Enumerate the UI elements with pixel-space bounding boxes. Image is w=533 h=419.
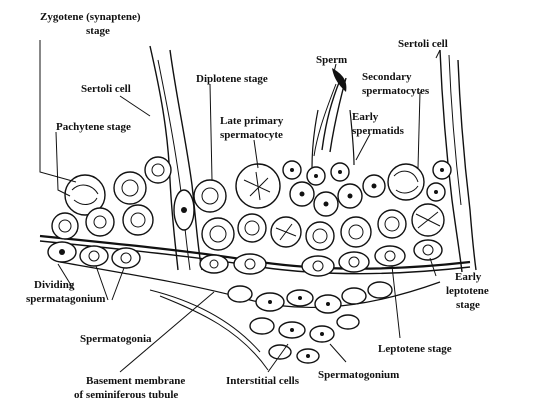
label-basement-line2: of seminiferous tubule (74, 389, 178, 401)
label-early-leptotene-line1: Early (455, 271, 482, 283)
label-early-leptotene-line3: stage (456, 299, 480, 311)
labels: Zygotene (synaptene) stage Sertoli cell … (26, 11, 489, 401)
label-sertoli-cell-right: Sertoli cell (398, 38, 448, 50)
label-interstitial-cells: Interstitial cells (226, 375, 300, 387)
label-early-spermatids-line2: spermatids (352, 125, 405, 137)
cell-layer-middle (51, 203, 445, 251)
sperm-tails (311, 68, 355, 169)
label-dividing-line2: spermatagonium (26, 293, 105, 305)
sertoli-cell-left (149, 45, 203, 271)
label-spermatogonia: Spermatogonia (80, 333, 152, 345)
label-late-primary-line1: Late primary (220, 115, 284, 127)
label-late-primary-line2: spermatocyte (220, 129, 283, 141)
leader-lines (39, 40, 441, 373)
interstitial-tissue (227, 281, 393, 364)
label-basement-line1: Basement membrane (86, 375, 185, 387)
label-early-spermatids-line1: Early (352, 111, 379, 123)
cell-layer-upper (64, 156, 452, 217)
label-sertoli-cell-left: Sertoli cell (81, 83, 131, 95)
cell-layer-basal (47, 239, 443, 277)
label-spermatogonium: Spermatogonium (318, 369, 399, 381)
label-secondary-line2: spermatocytes (362, 85, 430, 97)
label-pachytene-stage: Pachytene stage (56, 121, 131, 133)
label-early-leptotene-line2: leptotene (446, 285, 489, 297)
label-zygotene-line1: Zygotene (synaptene) (40, 11, 141, 23)
label-secondary-line1: Secondary (362, 71, 412, 83)
label-diplotene-stage: Diplotene stage (196, 73, 268, 85)
label-dividing-line1: Dividing (34, 279, 75, 291)
label-leptotene-stage: Leptotene stage (378, 343, 452, 355)
label-zygotene-line2: stage (86, 25, 110, 37)
label-sperm: Sperm (316, 54, 347, 66)
sertoli-cell-right (439, 49, 477, 273)
